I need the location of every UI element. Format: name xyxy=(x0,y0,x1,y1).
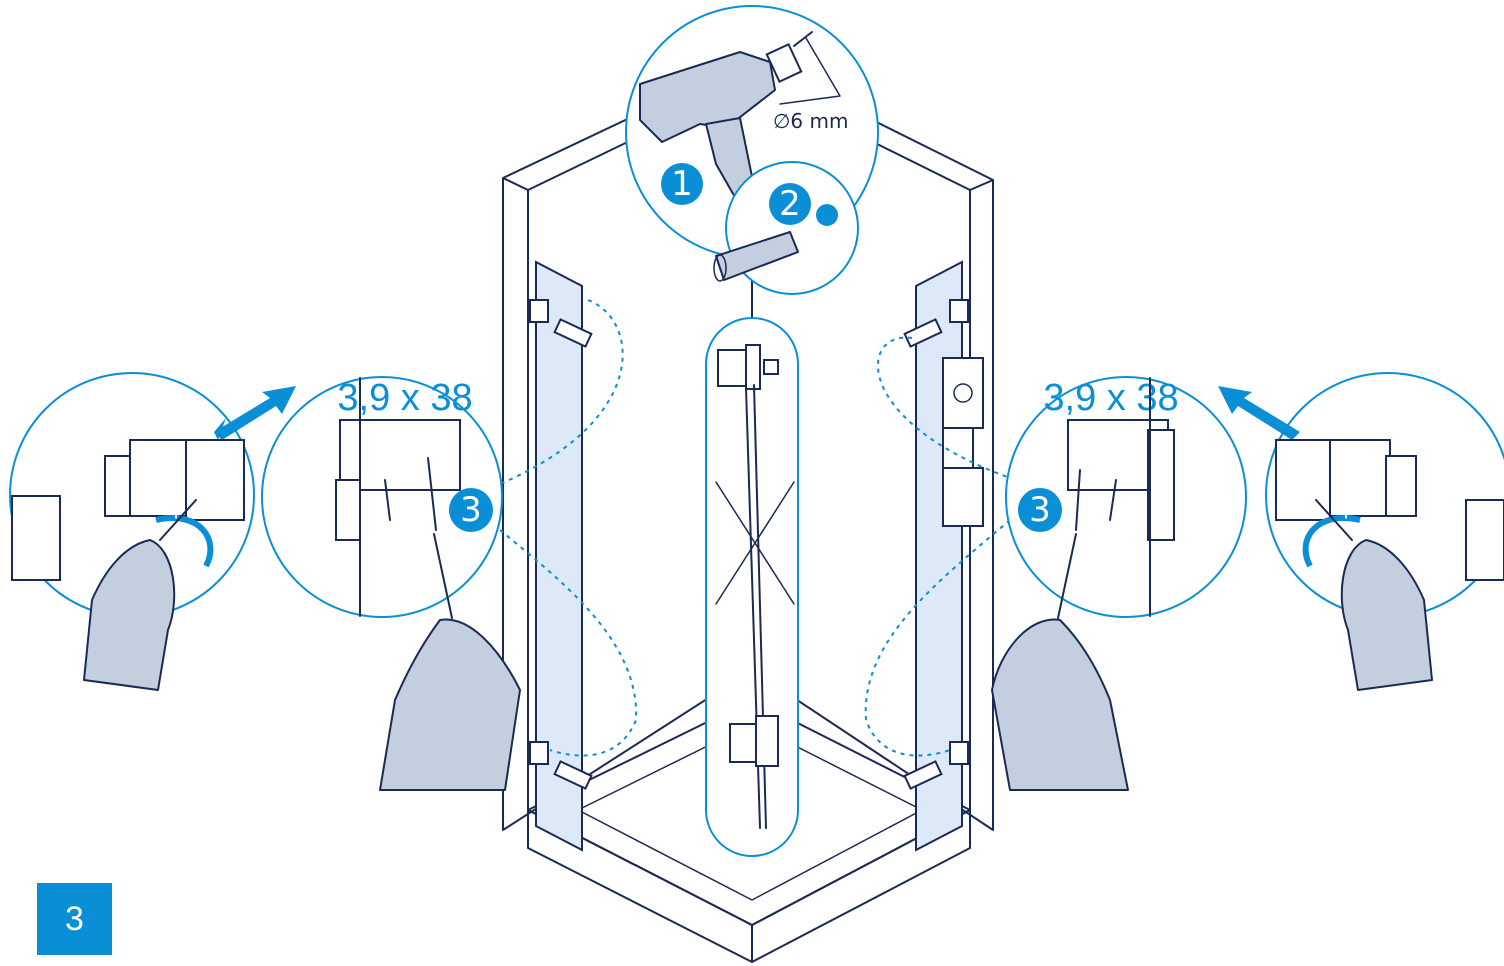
capsule-bottom-clamp xyxy=(755,715,779,767)
left-screw-b xyxy=(427,457,437,531)
plug-callout-circle xyxy=(725,161,859,295)
handle-lower xyxy=(942,467,984,527)
drill-step-badge xyxy=(661,163,703,205)
right-adjust-callout: + xyxy=(1218,372,1504,691)
drill-hole-dot xyxy=(816,204,838,226)
drill-step-number: 1 xyxy=(671,164,693,204)
left-door-hinges xyxy=(529,299,593,790)
right-hand xyxy=(991,618,1129,791)
left-rotate-arrow xyxy=(155,515,214,568)
left-plate-side xyxy=(335,479,361,541)
capsule-top-bracket xyxy=(717,349,747,387)
left-screw-callout: 3,9 x 38 3 xyxy=(261,376,521,791)
shower-tray-front-right xyxy=(751,809,971,963)
right-screw-step-number: 3 xyxy=(1029,490,1051,530)
right-upper-door-hinge xyxy=(903,318,943,348)
drill-diameter-label: ∅6 mm xyxy=(773,109,848,133)
right-screw-a xyxy=(1109,479,1117,521)
left-adjust-hand xyxy=(83,539,176,691)
left-screw-step-badge xyxy=(449,488,493,532)
left-lower-door-hinge xyxy=(553,760,593,790)
left-upper-door-hinge xyxy=(553,318,593,348)
left-adjust-screwdriver xyxy=(159,499,197,541)
right-rotate-plus: + xyxy=(1337,500,1355,525)
drill-bit xyxy=(793,31,813,47)
leader-lines xyxy=(499,299,1011,757)
right-screw-circle xyxy=(1005,376,1247,618)
right-door-hinges xyxy=(903,299,969,790)
left-screw-a xyxy=(384,479,391,521)
left-glass-door xyxy=(535,260,583,852)
wall-plug-end xyxy=(713,254,727,282)
handle-hole xyxy=(953,383,973,403)
wall-plug-callout: 2 xyxy=(713,161,859,295)
right-adjust-plate-c xyxy=(1385,455,1417,517)
left-screw-size-label: 3,9 x 38 xyxy=(337,377,472,419)
right-adjust-arrow-out xyxy=(1218,386,1300,440)
right-lower-wall-hinge xyxy=(949,741,969,765)
capsule-cross-b xyxy=(715,481,795,605)
wall-plug-body xyxy=(715,231,799,281)
capsule-top-clamp xyxy=(745,344,761,390)
right-upper-wall-hinge xyxy=(949,299,969,323)
right-adjust-hand xyxy=(1340,539,1433,691)
right-screwdriver-shaft xyxy=(1057,533,1077,619)
left-hand xyxy=(379,618,521,791)
left-lower-wall-hinge xyxy=(529,741,549,765)
right-top-edge xyxy=(969,179,994,191)
right-plate-side xyxy=(1147,429,1175,541)
handle-mid xyxy=(942,427,974,469)
left-adjust-callout: + xyxy=(9,372,296,691)
right-screw-size-label: 3,9 x 38 xyxy=(1043,377,1178,419)
right-screw-b xyxy=(1075,469,1081,531)
right-adjust-screwdriver xyxy=(1315,499,1353,541)
door-handle xyxy=(942,357,984,527)
left-adjust-wall-profile xyxy=(11,495,61,581)
left-adjust-arrow-in xyxy=(214,418,226,440)
right-rotate-arrow xyxy=(1302,515,1361,568)
left-adjust-arrow-out xyxy=(214,386,296,440)
drill-dimension-line xyxy=(779,37,841,105)
right-lower-leader xyxy=(864,519,1011,757)
capsule-top-pin xyxy=(763,359,779,375)
step-number-badge: 3 xyxy=(37,883,112,955)
left-screwdriver-shaft xyxy=(433,533,453,619)
right-upper-leader xyxy=(876,336,1011,479)
right-lower-door-hinge xyxy=(903,760,943,790)
left-adjust-plate-b xyxy=(129,439,191,517)
center-capsule-callout xyxy=(705,269,799,857)
plug-step-number: 2 xyxy=(779,184,801,224)
left-upper-wall-hinge xyxy=(529,299,549,323)
plug-step-badge xyxy=(769,183,811,225)
right-screw-callout: 3,9 x 38 3 xyxy=(991,376,1247,791)
drill-chuck xyxy=(765,43,803,83)
right-adjust-plate-a xyxy=(1275,439,1335,521)
right-adjust-wall-profile xyxy=(1465,499,1504,581)
left-adjust-plate-c xyxy=(185,439,245,521)
left-screw-step-number: 3 xyxy=(460,490,482,530)
left-upper-leader xyxy=(499,299,624,485)
handle-upper xyxy=(942,357,984,429)
right-screw-step-badge xyxy=(1018,488,1062,532)
capsule-bottom-bracket xyxy=(729,723,759,763)
